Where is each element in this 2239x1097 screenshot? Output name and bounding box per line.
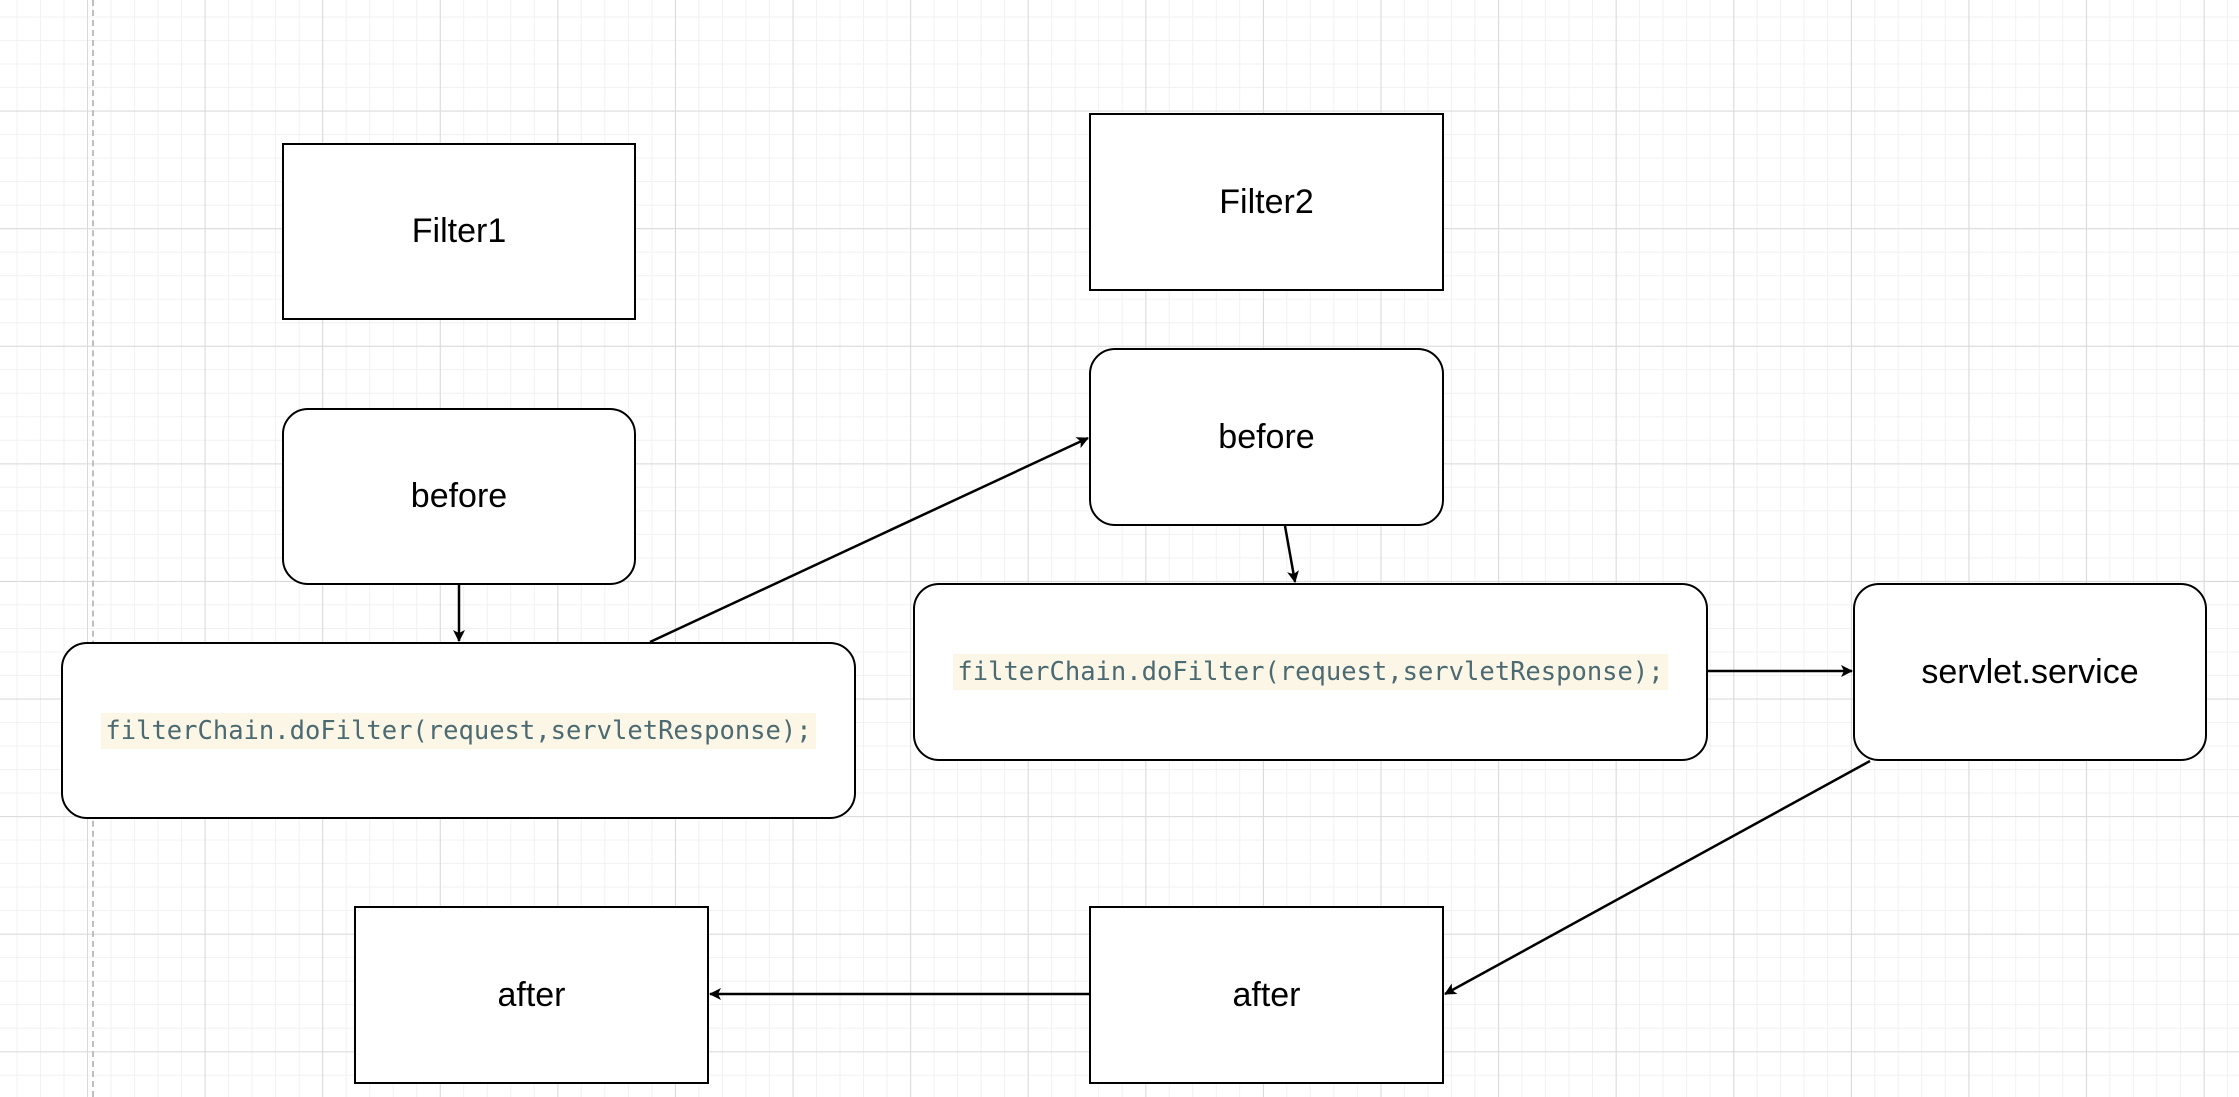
filter2-after-label: after [1232,975,1301,1014]
filter1-after-box[interactable]: after [354,906,709,1084]
filter1-before-box[interactable]: before [282,408,636,585]
filter2-before-label: before [1218,417,1315,456]
filter1-after-label: after [497,975,566,1014]
page-break-line [92,0,94,1097]
arrow-before2-to-dofilter2[interactable] [1283,525,1299,583]
servlet-service-box[interactable]: servlet.service [1853,583,2207,761]
servlet-service-label: servlet.service [1921,652,2139,691]
filter2-box[interactable]: Filter2 [1089,113,1444,291]
filter1-box[interactable]: Filter1 [282,143,636,320]
filter1-before-label: before [410,477,508,515]
filter1-label: Filter1 [411,212,507,250]
filter1-dofilter-code: filterChain.doFilter(request,servletResp… [101,712,816,749]
filter2-before-box[interactable]: before [1089,348,1444,526]
filter2-label: Filter2 [1219,182,1314,221]
filter2-dofilter-box[interactable]: filterChain.doFilter(request,servletResp… [913,583,1708,761]
filter2-dofilter-code: filterChain.doFilter(request,servletResp… [953,654,1668,690]
arrow-servlet-to-after2[interactable] [1444,759,1871,996]
filter1-dofilter-box[interactable]: filterChain.doFilter(request,servletResp… [61,642,856,819]
filter2-after-box[interactable]: after [1089,906,1444,1084]
